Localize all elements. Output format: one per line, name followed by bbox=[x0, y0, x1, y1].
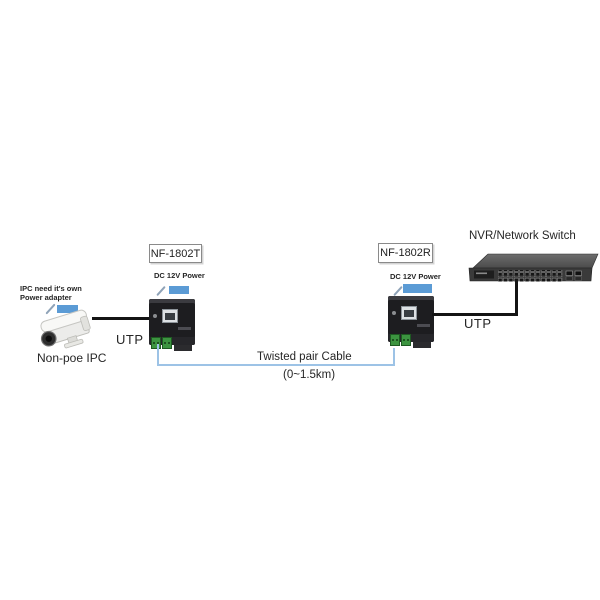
camera-power-note: IPC need it's own Power adapter bbox=[20, 284, 82, 302]
transmitter-model-box: NF-1802T bbox=[149, 244, 202, 263]
device-vent bbox=[417, 324, 430, 327]
power-highlight-chip bbox=[57, 305, 78, 313]
rj45-port-icon bbox=[401, 306, 417, 320]
camera-label: Non-poe IPC bbox=[37, 351, 107, 365]
transmitter-model-label: NF-1802T bbox=[150, 247, 201, 260]
utp-label-right: UTP bbox=[464, 316, 492, 331]
utp-label-left: UTP bbox=[116, 332, 144, 347]
camera-power-note-line2: Power adapter bbox=[20, 293, 72, 302]
transmitter-device-icon bbox=[149, 299, 195, 351]
power-highlight-chip bbox=[169, 286, 189, 294]
device-vent bbox=[178, 327, 191, 330]
twisted-pair-label: Twisted pair Cable bbox=[257, 351, 352, 363]
twisted-pair-cable-horizontal bbox=[157, 364, 395, 366]
rj45-port-icon bbox=[162, 309, 178, 323]
pointer-slash-icon bbox=[393, 285, 403, 297]
transmitter-power-label: DC 12V Power bbox=[154, 271, 205, 280]
network-switch-icon bbox=[468, 253, 599, 282]
receiver-model-box: NF-1802R bbox=[378, 243, 433, 263]
receiver-power-label: DC 12V Power bbox=[390, 272, 441, 281]
led-indicator bbox=[153, 314, 157, 318]
power-highlight-chip bbox=[403, 284, 432, 293]
device-mount bbox=[413, 342, 431, 348]
receiver-model-label: NF-1802R bbox=[380, 247, 431, 259]
device-mount bbox=[174, 345, 192, 351]
utp-cable-right bbox=[432, 313, 518, 316]
twisted-pair-distance: (0~1.5km) bbox=[283, 369, 336, 381]
led-indicator bbox=[392, 311, 396, 315]
pointer-slash-icon bbox=[156, 285, 166, 297]
twisted-pair-cable-left bbox=[157, 344, 159, 366]
utp-cable-left bbox=[92, 317, 151, 320]
twisted-pair-cable-right bbox=[393, 348, 395, 366]
utp-cable-right-vertical bbox=[515, 281, 518, 315]
nvr-switch-label: NVR/Network Switch bbox=[469, 230, 576, 242]
receiver-device-icon bbox=[388, 296, 434, 348]
camera-power-note-line1: IPC need it's own bbox=[20, 284, 82, 293]
power-terminal-block bbox=[151, 337, 172, 349]
ipc-camera-icon bbox=[40, 309, 91, 349]
power-terminal-block bbox=[390, 334, 411, 346]
